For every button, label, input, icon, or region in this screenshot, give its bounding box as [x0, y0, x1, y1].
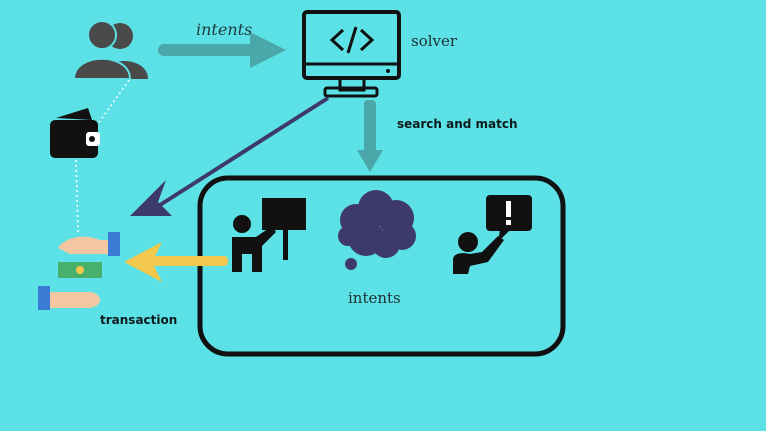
intents-arrow — [158, 32, 286, 68]
users-icon — [72, 20, 148, 80]
search-and-match-arrow — [357, 100, 383, 172]
intents-to-transaction-arrow — [124, 242, 228, 282]
alert-exclamation-bar — [506, 201, 511, 217]
solver-to-transaction-arrow — [130, 96, 330, 216]
wallet-icon — [50, 108, 100, 158]
computer-power-dot — [386, 69, 390, 73]
search-and-match-label: search and match — [397, 117, 518, 131]
dotted-connectors — [75, 75, 133, 233]
transaction-label: transaction — [100, 313, 178, 327]
users-to-wallet-dotted-line — [94, 75, 133, 129]
person-alert-icon — [453, 195, 532, 274]
wallet-to-transaction-dotted-line — [75, 159, 79, 233]
presenter-board-icon — [232, 198, 306, 272]
solver-label: solver — [411, 32, 458, 50]
intents-box-label: intents — [348, 289, 401, 307]
intents-arrow-label: intents — [196, 20, 253, 39]
alert-exclamation-dot — [506, 220, 511, 225]
thought-cloud-icon — [338, 190, 416, 270]
computer-code-icon — [302, 10, 401, 98]
hands-money-icon — [38, 232, 120, 310]
